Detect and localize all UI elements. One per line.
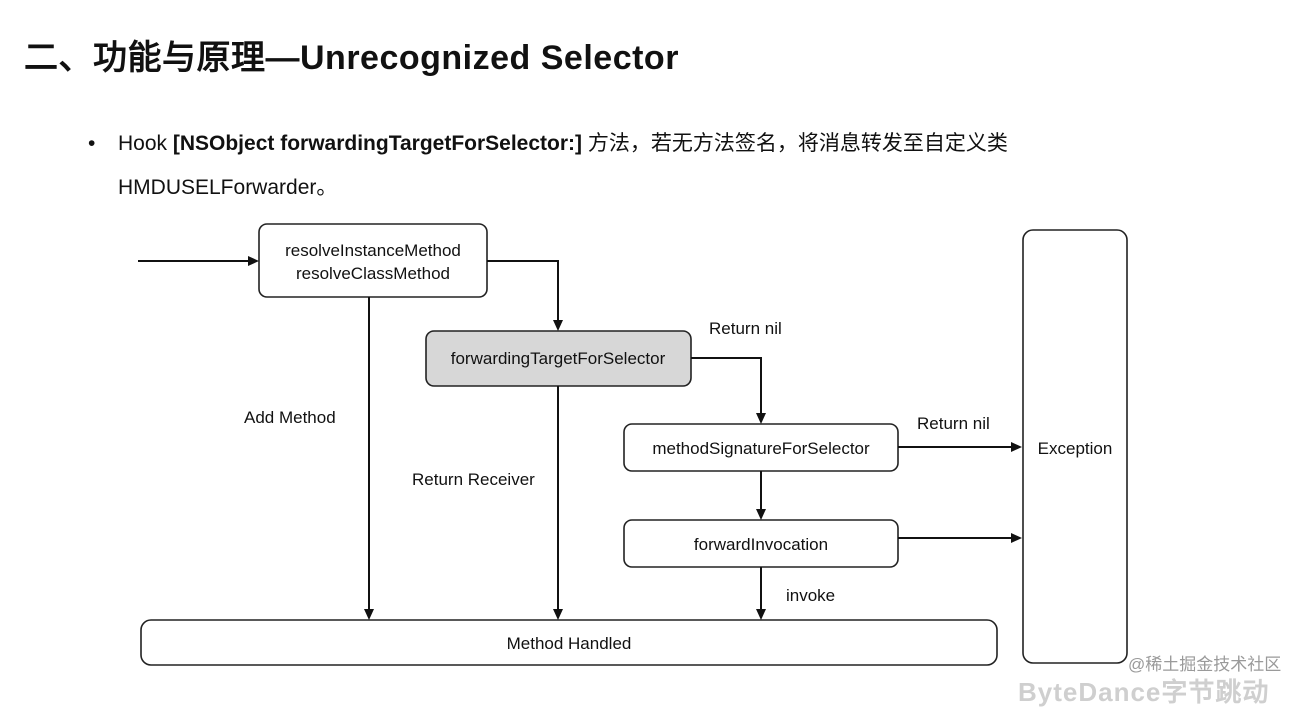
- page-title: 二、功能与原理—Unrecognized Selector: [24, 39, 679, 77]
- footer-logo: ByteDance字节跳动: [1018, 677, 1270, 707]
- bullet-text: Hook [NSObject forwardingTargetForSelect…: [118, 122, 1168, 210]
- signature-to-exception-arrowhead: [1011, 442, 1022, 452]
- method-signature-text: methodSignatureForSelector: [652, 439, 870, 458]
- return-nil-label-1: Return nil: [709, 319, 782, 338]
- resolve-to-forwarding-arrowhead: [553, 320, 563, 331]
- return-nil-label-2: Return nil: [917, 414, 990, 433]
- return-receiver-label: Return Receiver: [412, 470, 535, 489]
- forwarding-flow-diagram: resolveInstanceMethod resolveClassMethod…: [138, 223, 1128, 666]
- exception-text: Exception: [1038, 439, 1113, 458]
- entry-arrowhead: [248, 256, 259, 266]
- resolve-to-forwarding-line: [487, 260, 559, 321]
- bullet-prefix: Hook: [118, 132, 173, 155]
- invoke-arrowhead: [756, 609, 766, 620]
- return-receiver-arrowhead: [553, 609, 563, 620]
- exception-box: [1022, 229, 1128, 664]
- resolve-class-method-text: resolveClassMethod: [296, 264, 450, 283]
- resolve-method-box: [258, 223, 488, 298]
- resolve-instance-method-text: resolveInstanceMethod: [285, 241, 461, 260]
- invoke-label: invoke: [786, 586, 835, 605]
- signature-to-invocation-arrowhead: [756, 509, 766, 520]
- add-method-label: Add Method: [244, 408, 336, 427]
- add-method-arrowhead: [364, 609, 374, 620]
- bullet-suffix: 方法，若无方法签名，将消息转发至自定义类 HMDUSELForwarder。: [118, 132, 1008, 199]
- watermark: @稀土掘金技术社区: [1128, 655, 1282, 674]
- bullet-dot: •: [88, 132, 96, 155]
- bullet-bold-method: [NSObject forwardingTargetForSelector:]: [172, 132, 583, 155]
- method-handled-text: Method Handled: [507, 634, 632, 653]
- forward-invocation-text: forwardInvocation: [694, 535, 828, 554]
- return-nil-to-signature-arrowhead: [756, 413, 766, 424]
- method-handled-box: [140, 619, 998, 666]
- return-nil-to-signature-line: [691, 357, 762, 414]
- invocation-to-exception-arrowhead: [1011, 533, 1022, 543]
- forwarding-target-text: forwardingTargetForSelector: [451, 349, 666, 368]
